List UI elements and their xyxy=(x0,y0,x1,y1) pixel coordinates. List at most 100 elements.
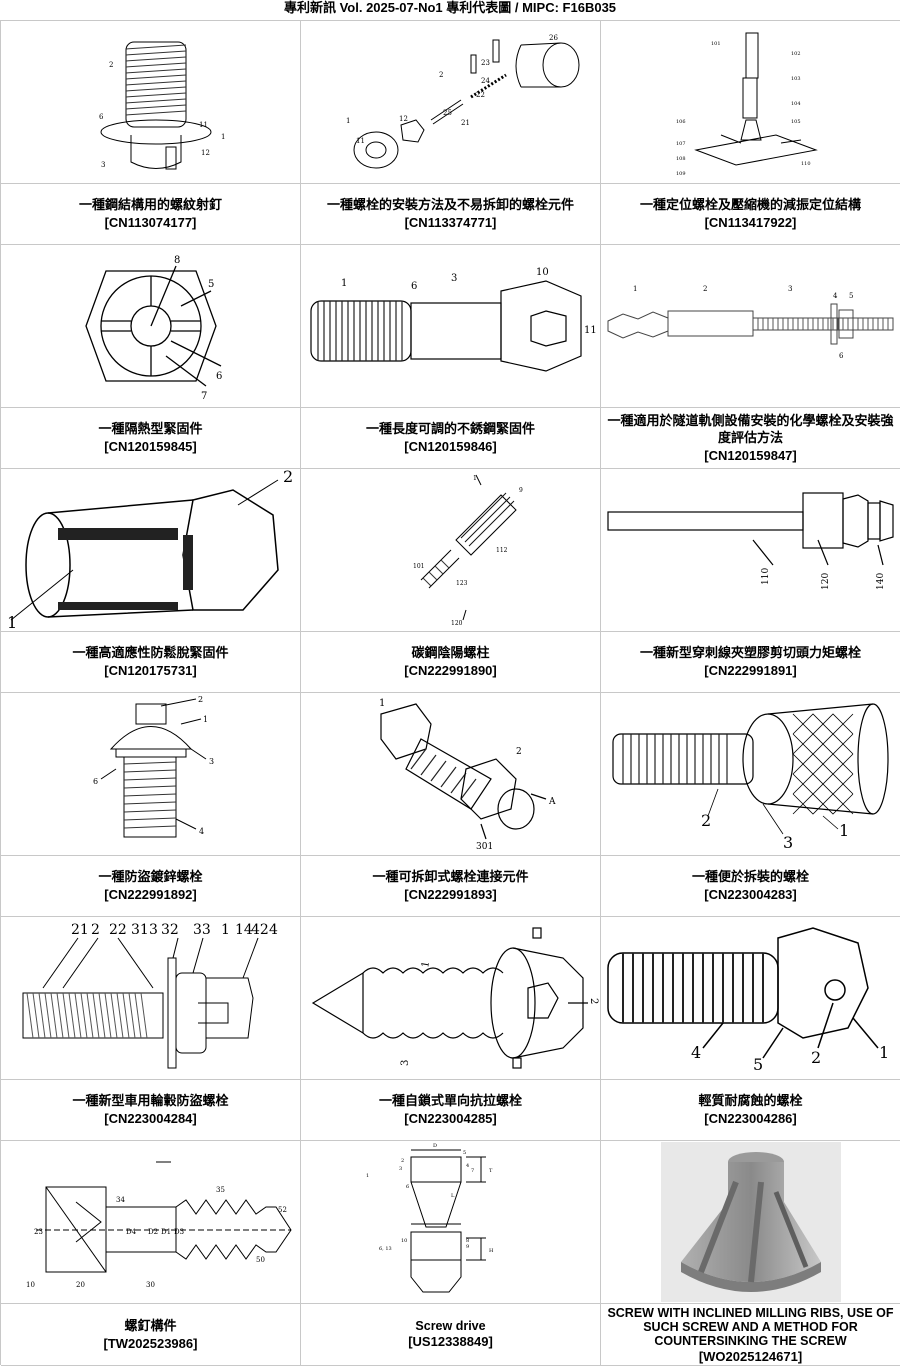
patent-card[interactable]: 1 2 3 一種自鎖式單向抗拉螺栓 [CN223004285] xyxy=(301,917,601,1141)
figure-reference-label: 11 xyxy=(199,121,208,129)
figure-reference-label: 20 xyxy=(76,1281,85,1289)
knurled-bolt-drawing: 2 3 1 xyxy=(601,693,900,856)
figure-reference-label: 2 xyxy=(283,470,293,486)
label: 2 xyxy=(109,61,113,69)
figure-reference-label: 140 xyxy=(876,573,886,590)
patent-number[interactable]: [CN222991891] xyxy=(704,662,797,679)
patent-card[interactable]: 26 23 2 24 22 25 21 1 12 11 一種螺栓的安裝方法及不易… xyxy=(301,21,601,245)
patent-caption: 一種高適應性防鬆脫緊固件 [CN120175731] xyxy=(1,632,300,692)
patent-card[interactable]: 21 2 22 31 3 32 33 1 14 42 4 一種新型車用輪轂防盜螺… xyxy=(1,917,301,1141)
patent-caption: 一種鋼結構用的螺紋射釘 [CN113074177] xyxy=(1,184,300,244)
figure-reference-label: 3 xyxy=(783,833,793,852)
figure-reference-label: 12 xyxy=(399,115,408,123)
figure-reference-label: 103 xyxy=(791,76,801,82)
patent-title: 一種可拆卸式螺栓連接元件 xyxy=(372,869,528,886)
patent-number[interactable]: [WO2025124671] xyxy=(699,1348,802,1365)
figure-reference-label: 1 xyxy=(203,715,208,724)
self-locking-bolt-drawing: 1 2 3 xyxy=(301,917,600,1080)
figure-reference-label: 2 xyxy=(703,285,707,293)
insulated-fastener-drawing: 8 5 6 7 xyxy=(1,245,300,408)
patent-number[interactable]: [CN120159845] xyxy=(104,438,197,455)
patent-card[interactable]: 2 1 一種高適應性防鬆脫緊固件 [CN120175731] xyxy=(1,469,301,693)
patent-card[interactable]: 1 2 3 4 5 6 一種適用於隧道軌側設備安裝的化學螺栓及安裝強度評估方法 … xyxy=(601,245,900,469)
patent-caption: 一種新型車用輪轂防盜螺栓 [CN223004284] xyxy=(1,1080,300,1140)
figure-reference-label: 22 xyxy=(476,91,485,99)
figure-reference-label: 1 xyxy=(379,698,385,709)
patent-number[interactable]: [CN222991892] xyxy=(104,886,197,903)
patent-number[interactable]: [TW202523986] xyxy=(104,1335,198,1352)
figure-reference-label: 11 xyxy=(356,137,365,145)
figure-reference-label: 1 xyxy=(341,278,347,289)
adjustable-fastener-drawing: 1 6 3 10 11 xyxy=(301,245,600,408)
figure-reference-label: 3 xyxy=(451,273,457,284)
positioning-bolt-drawing: 101 102 103 104 105 106 107 108 109 110 xyxy=(601,21,900,184)
patent-card[interactable]: 8 5 6 7 一種隔熱型緊固件 [CN120159845] xyxy=(1,245,301,469)
figure-reference-label: 11 xyxy=(584,325,596,336)
male-female-stud-drawing: 1 9 101 112 123 120 xyxy=(301,469,600,632)
patent-number[interactable]: [CN120159846] xyxy=(404,438,497,455)
figure-reference-label: 34 xyxy=(116,1196,125,1204)
figure-reference-label: 2 xyxy=(401,1158,404,1164)
figure-reference-label: 1 xyxy=(839,821,849,840)
figure-reference-label: 105 xyxy=(791,119,801,125)
header-text: 專利新訊 Vol. 2025-07-No1 專利代表圖 / MIPC: F16B… xyxy=(284,0,616,15)
figure-reference-label: 2 xyxy=(439,71,443,79)
patent-number[interactable]: [CN120175731] xyxy=(104,662,197,679)
patent-title: 一種便於拆裝的螺栓 xyxy=(692,869,809,886)
anti-loosening-fastener-drawing: 2 1 xyxy=(1,469,300,632)
patent-number[interactable]: [CN120159847] xyxy=(704,447,797,464)
figure-reference-label: 5 xyxy=(753,1055,763,1074)
patent-caption: 輕質耐腐蝕的螺栓 [CN223004286] xyxy=(601,1080,900,1140)
patent-card[interactable]: 4 5 2 1 輕質耐腐蝕的螺栓 [CN223004286] xyxy=(601,917,900,1141)
figure-reference-label: A xyxy=(548,797,556,807)
patent-card[interactable]: 2 6 11 12 1 3 一種鋼結構用的螺紋射釘 [CN113074177] xyxy=(1,21,301,245)
figure-reference-label: 6, 13 xyxy=(379,1246,392,1252)
patent-number[interactable]: [CN222991890] xyxy=(404,662,497,679)
patent-number[interactable]: [CN223004283] xyxy=(704,886,797,903)
figure-reference-label: 22 xyxy=(109,922,127,938)
figure-reference-label: 5 xyxy=(463,1150,466,1156)
patent-card[interactable]: 1 9 101 112 123 120 碳鋼陰陽螺柱 [CN222991890] xyxy=(301,469,601,693)
patent-caption: 一種隔熱型緊固件 [CN120159845] xyxy=(1,408,300,468)
patent-number[interactable]: [CN113417922] xyxy=(705,214,797,231)
figure-reference-label: 10 xyxy=(401,1238,407,1244)
figure-reference-label: D4 xyxy=(126,1228,137,1236)
patent-card[interactable]: 1 6 3 10 11 一種長度可調的不銹鋼緊固件 [CN120159846] xyxy=(301,245,601,469)
patent-card[interactable]: 23 34 35 50 52 10 20 30 D1 D2 D3 D4 螺釘構件… xyxy=(1,1141,301,1366)
detachable-bolt-drawing: 1 2 A 301 xyxy=(301,693,600,856)
figure-reference-label: 4 xyxy=(199,827,204,836)
figure-reference-label: 1 xyxy=(221,922,230,938)
figure-reference-label: H xyxy=(489,1248,494,1254)
patent-card[interactable]: 2 3 1 一種便於拆裝的螺栓 [CN223004283] xyxy=(601,693,900,917)
patent-card[interactable]: 1 2 A 301 一種可拆卸式螺栓連接元件 [CN222991893] xyxy=(301,693,601,917)
figure-reference-label: T xyxy=(489,1168,493,1174)
patent-card[interactable]: D 1 2 3 4 5 6 7 8 9 10 T L H 6, 13 xyxy=(301,1141,601,1366)
patent-caption: 一種自鎖式單向抗拉螺栓 [CN223004285] xyxy=(301,1080,600,1140)
figure-reference-label: 5 xyxy=(849,292,853,300)
figure-reference-label: 104 xyxy=(791,101,801,107)
figure-reference-label: D2 xyxy=(148,1228,158,1236)
figure-reference-label: 107 xyxy=(676,141,686,147)
figure-reference-label: 301 xyxy=(476,842,493,852)
patent-card[interactable]: SCREW WITH INCLINED MILLING RIBS, USE OF… xyxy=(601,1141,900,1366)
figure-reference-label: 12 xyxy=(201,149,210,157)
patent-number[interactable]: [CN113374771] xyxy=(405,214,497,231)
figure-reference-label: 120 xyxy=(821,573,831,590)
patent-number[interactable]: [CN222991893] xyxy=(404,886,497,903)
patent-card[interactable]: 101 102 103 104 105 106 107 108 109 110 … xyxy=(601,21,900,245)
patent-title: 一種定位螺栓及壓縮機的減振定位結構 xyxy=(640,197,861,214)
figure-reference-label: 42 xyxy=(251,922,269,938)
patent-number[interactable]: [CN223004286] xyxy=(704,1110,797,1127)
patent-number[interactable]: [US12338849] xyxy=(408,1333,493,1350)
figure-reference-label: 23 xyxy=(481,59,490,67)
page-header: 專利新訊 Vol. 2025-07-No1 專利代表圖 / MIPC: F16B… xyxy=(0,0,900,20)
figure-reference-label: 6 xyxy=(411,281,417,292)
patent-card[interactable]: 110 120 140 一種新型穿刺線夾塑膠剪切頭力矩螺栓 [CN2229918… xyxy=(601,469,900,693)
figure-reference-label: 4 xyxy=(691,1043,701,1062)
figure-reference-label: 33 xyxy=(193,922,211,938)
patent-number[interactable]: [CN113074177] xyxy=(105,214,197,231)
patent-number[interactable]: [CN223004284] xyxy=(104,1110,197,1127)
patent-card[interactable]: 2 1 3 6 4 一種防盜鍍鋅螺栓 [CN222991892] xyxy=(1,693,301,917)
patent-number[interactable]: [CN223004285] xyxy=(404,1110,497,1127)
patent-title: 一種適用於隧道軌側設備安裝的化學螺栓及安裝強度評估方法 xyxy=(607,413,894,447)
